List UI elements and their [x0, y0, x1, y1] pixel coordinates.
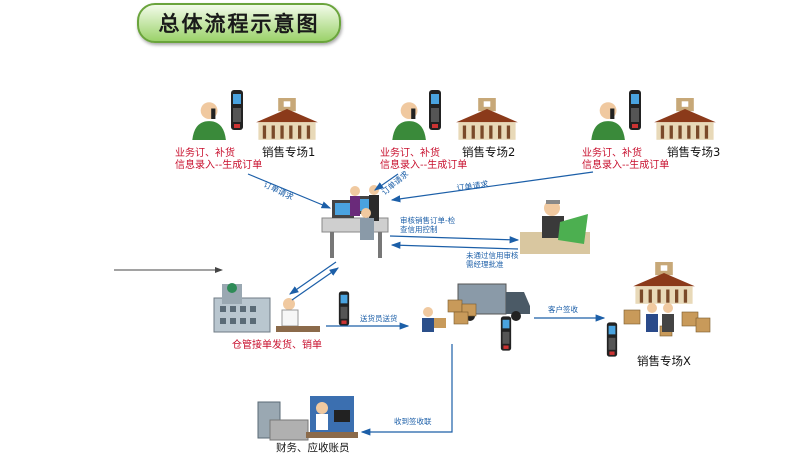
caller-icon-2 — [392, 102, 426, 140]
branch-2-name: 销售专场2 — [462, 145, 516, 159]
branch-3-name: 销售专场3 — [667, 145, 721, 159]
warehouse-icon — [213, 283, 320, 333]
caller-icon-1 — [192, 102, 226, 140]
pda-icon-2 — [429, 90, 441, 130]
branch-1-note-line1: 业务订、补货 — [175, 148, 235, 159]
page-title: 总体流程示意图 — [158, 12, 320, 36]
warehouse-label: 仓管接单发货、销单 — [232, 340, 322, 351]
edge-label-customer-sign: 客户签收 — [548, 305, 578, 314]
arrow-delivery-to-finance — [360, 344, 453, 436]
pda-icon-warehouse — [338, 291, 350, 326]
edge-label-receipt: 收到签收联 — [394, 417, 432, 426]
flow-arrows — [247, 171, 606, 436]
branch-1-note-line2: 信息录入--生成订单 — [175, 160, 263, 171]
arrow-warehouse-to-office — [291, 267, 339, 301]
store-icon-x — [633, 262, 695, 304]
title-banner: 总体流程示意图 — [137, 3, 341, 43]
caller-icon-3 — [591, 102, 625, 140]
edge-label-review-line1: 审核销售订单-检 — [400, 216, 456, 225]
edge-label-dispatch: 送货员送货 — [360, 314, 398, 323]
finance-label: 财务、应收账员 — [276, 442, 350, 454]
arrow-office-to-manager — [389, 235, 520, 244]
arrow-store3-to-office — [390, 171, 594, 203]
arrow-store1-to-office — [247, 173, 332, 209]
branch-3-note-line1: 业务订、补货 — [582, 148, 642, 159]
branch-2-note-line2: 信息录入--生成订单 — [380, 160, 468, 171]
branch-2-note-line1: 业务订、补货 — [380, 148, 440, 159]
arrow-store2-to-office — [374, 173, 399, 191]
edge-label-review-line2: 查信用控制 — [400, 225, 438, 234]
pda-icon-3 — [629, 90, 641, 130]
branch-x-label: 销售专场X — [637, 354, 691, 368]
store-icon-2 — [456, 98, 518, 140]
delivery-truck-icon — [422, 283, 530, 332]
manager-icon — [520, 200, 590, 254]
arrow-manager-to-office — [390, 241, 519, 250]
edge-label-reject-line2: 需经理批准 — [466, 260, 504, 269]
office-workstation-icon — [321, 185, 389, 258]
pda-icon-store-x — [606, 322, 618, 357]
branch-1-name: 销售专场1 — [262, 145, 316, 159]
customer-goods-icon — [623, 303, 711, 337]
arrow-office-to-warehouse — [289, 261, 337, 295]
edge-label-reject-line1: 未通过信用审核 — [466, 251, 519, 260]
store-icon-3 — [654, 98, 716, 140]
finance-office-icon — [257, 396, 358, 441]
pda-icon-delivery — [500, 316, 512, 351]
branch-3-note-line2: 信息录入--生成订单 — [582, 160, 670, 171]
store-icon-1 — [256, 98, 318, 140]
pda-icon-1 — [231, 90, 243, 130]
